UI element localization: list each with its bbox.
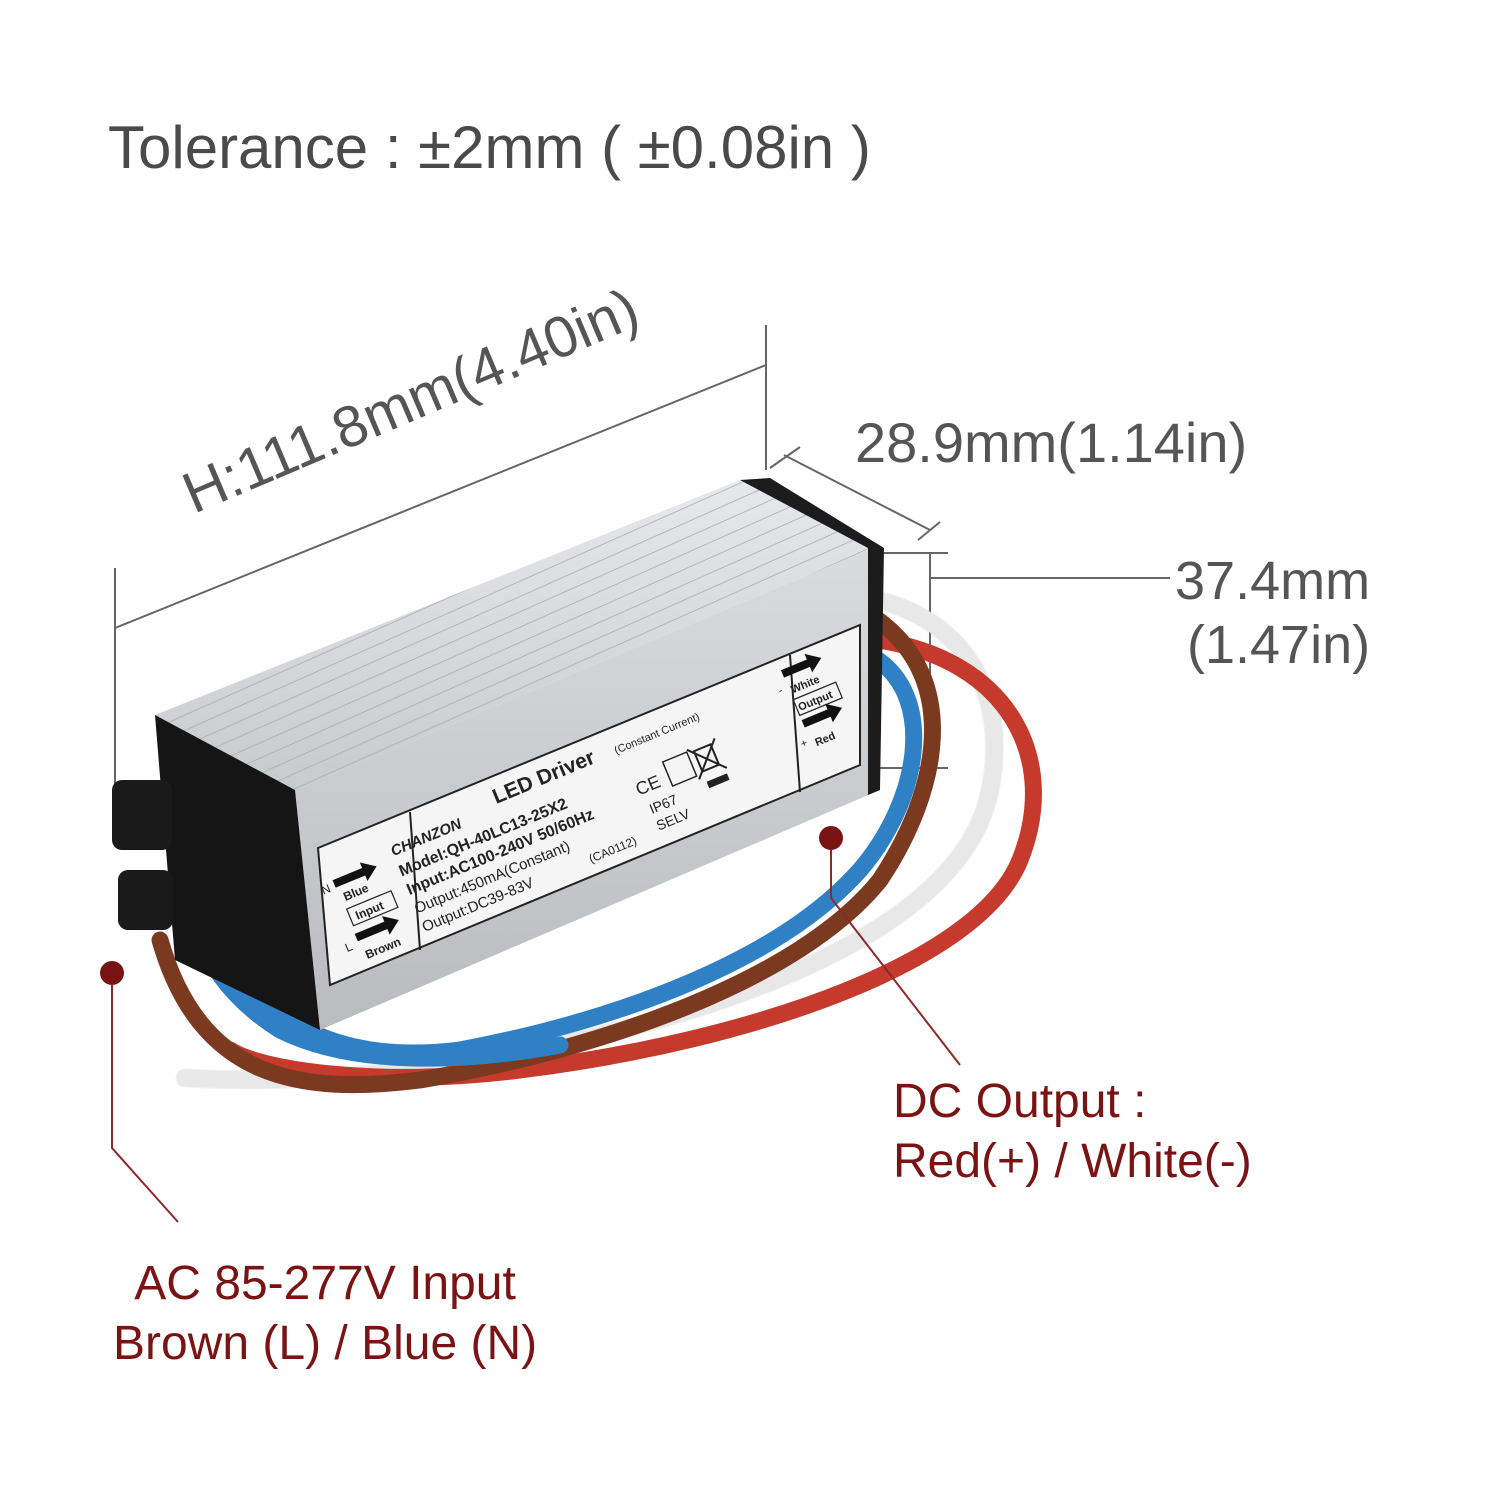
- height-dim-line: [114, 364, 767, 629]
- plus-mark: +: [799, 737, 810, 751]
- dc-output-title: DC Output :: [893, 1075, 1147, 1128]
- arrow-n-icon: [332, 862, 377, 888]
- dc-callout-dot: [819, 826, 843, 850]
- arrow-minus-icon: [780, 653, 822, 678]
- depth-dimension-label: 28.9mm(1.14in): [855, 411, 1248, 474]
- arrow-plus-icon: [801, 703, 842, 728]
- label-plate: CHANZON LED Driver (Constant Current) Mo…: [316, 623, 861, 987]
- end-cap-tab-lower: [118, 870, 173, 930]
- end-cap-tab-upper: [112, 780, 172, 850]
- wire-brown-output: [151, 611, 941, 1094]
- depth-dim-line: [783, 454, 931, 531]
- ac-input-callout: AC 85-277V Input Brown (L) / Blue (N): [113, 1254, 537, 1374]
- arrow-l-icon: [354, 916, 399, 942]
- depth-dim-tick-a: [769, 446, 801, 469]
- ac-input-title: AC 85-277V Input: [134, 1257, 516, 1310]
- end-cap: [155, 715, 320, 1030]
- weee-bin-icon: [686, 738, 728, 780]
- dc-output-callout: DC Output : Red(+) / White(-): [893, 1072, 1252, 1192]
- minus-mark: -: [777, 685, 785, 698]
- dc-output-wiring: Red(+) / White(-): [893, 1135, 1252, 1188]
- dc-callout-line: [830, 850, 961, 1066]
- wires: [151, 590, 1042, 1094]
- wire-blue-output: [176, 651, 923, 1062]
- ac-callout-line: [111, 985, 179, 1223]
- ac-input-wiring: Brown (L) / Blue (N): [113, 1317, 538, 1370]
- width-mm: 37.4mm: [1175, 551, 1371, 611]
- depth-dim-tick-b: [917, 521, 941, 541]
- tolerance-note: Tolerance : ±2mm ( ±0.08in ): [108, 114, 871, 181]
- recycle-box-icon: [661, 751, 698, 788]
- wire-red: [221, 631, 1042, 1086]
- width-dimension-label: 37.4mm (1.47in): [1175, 550, 1370, 677]
- width-in: (1.47in): [1186, 614, 1371, 675]
- weee-bar-icon: [706, 773, 730, 789]
- l-mark: L: [343, 939, 355, 955]
- callout-leaders: [100, 826, 961, 1223]
- rear-cap: [740, 478, 884, 795]
- ac-callout-dot: [100, 961, 124, 985]
